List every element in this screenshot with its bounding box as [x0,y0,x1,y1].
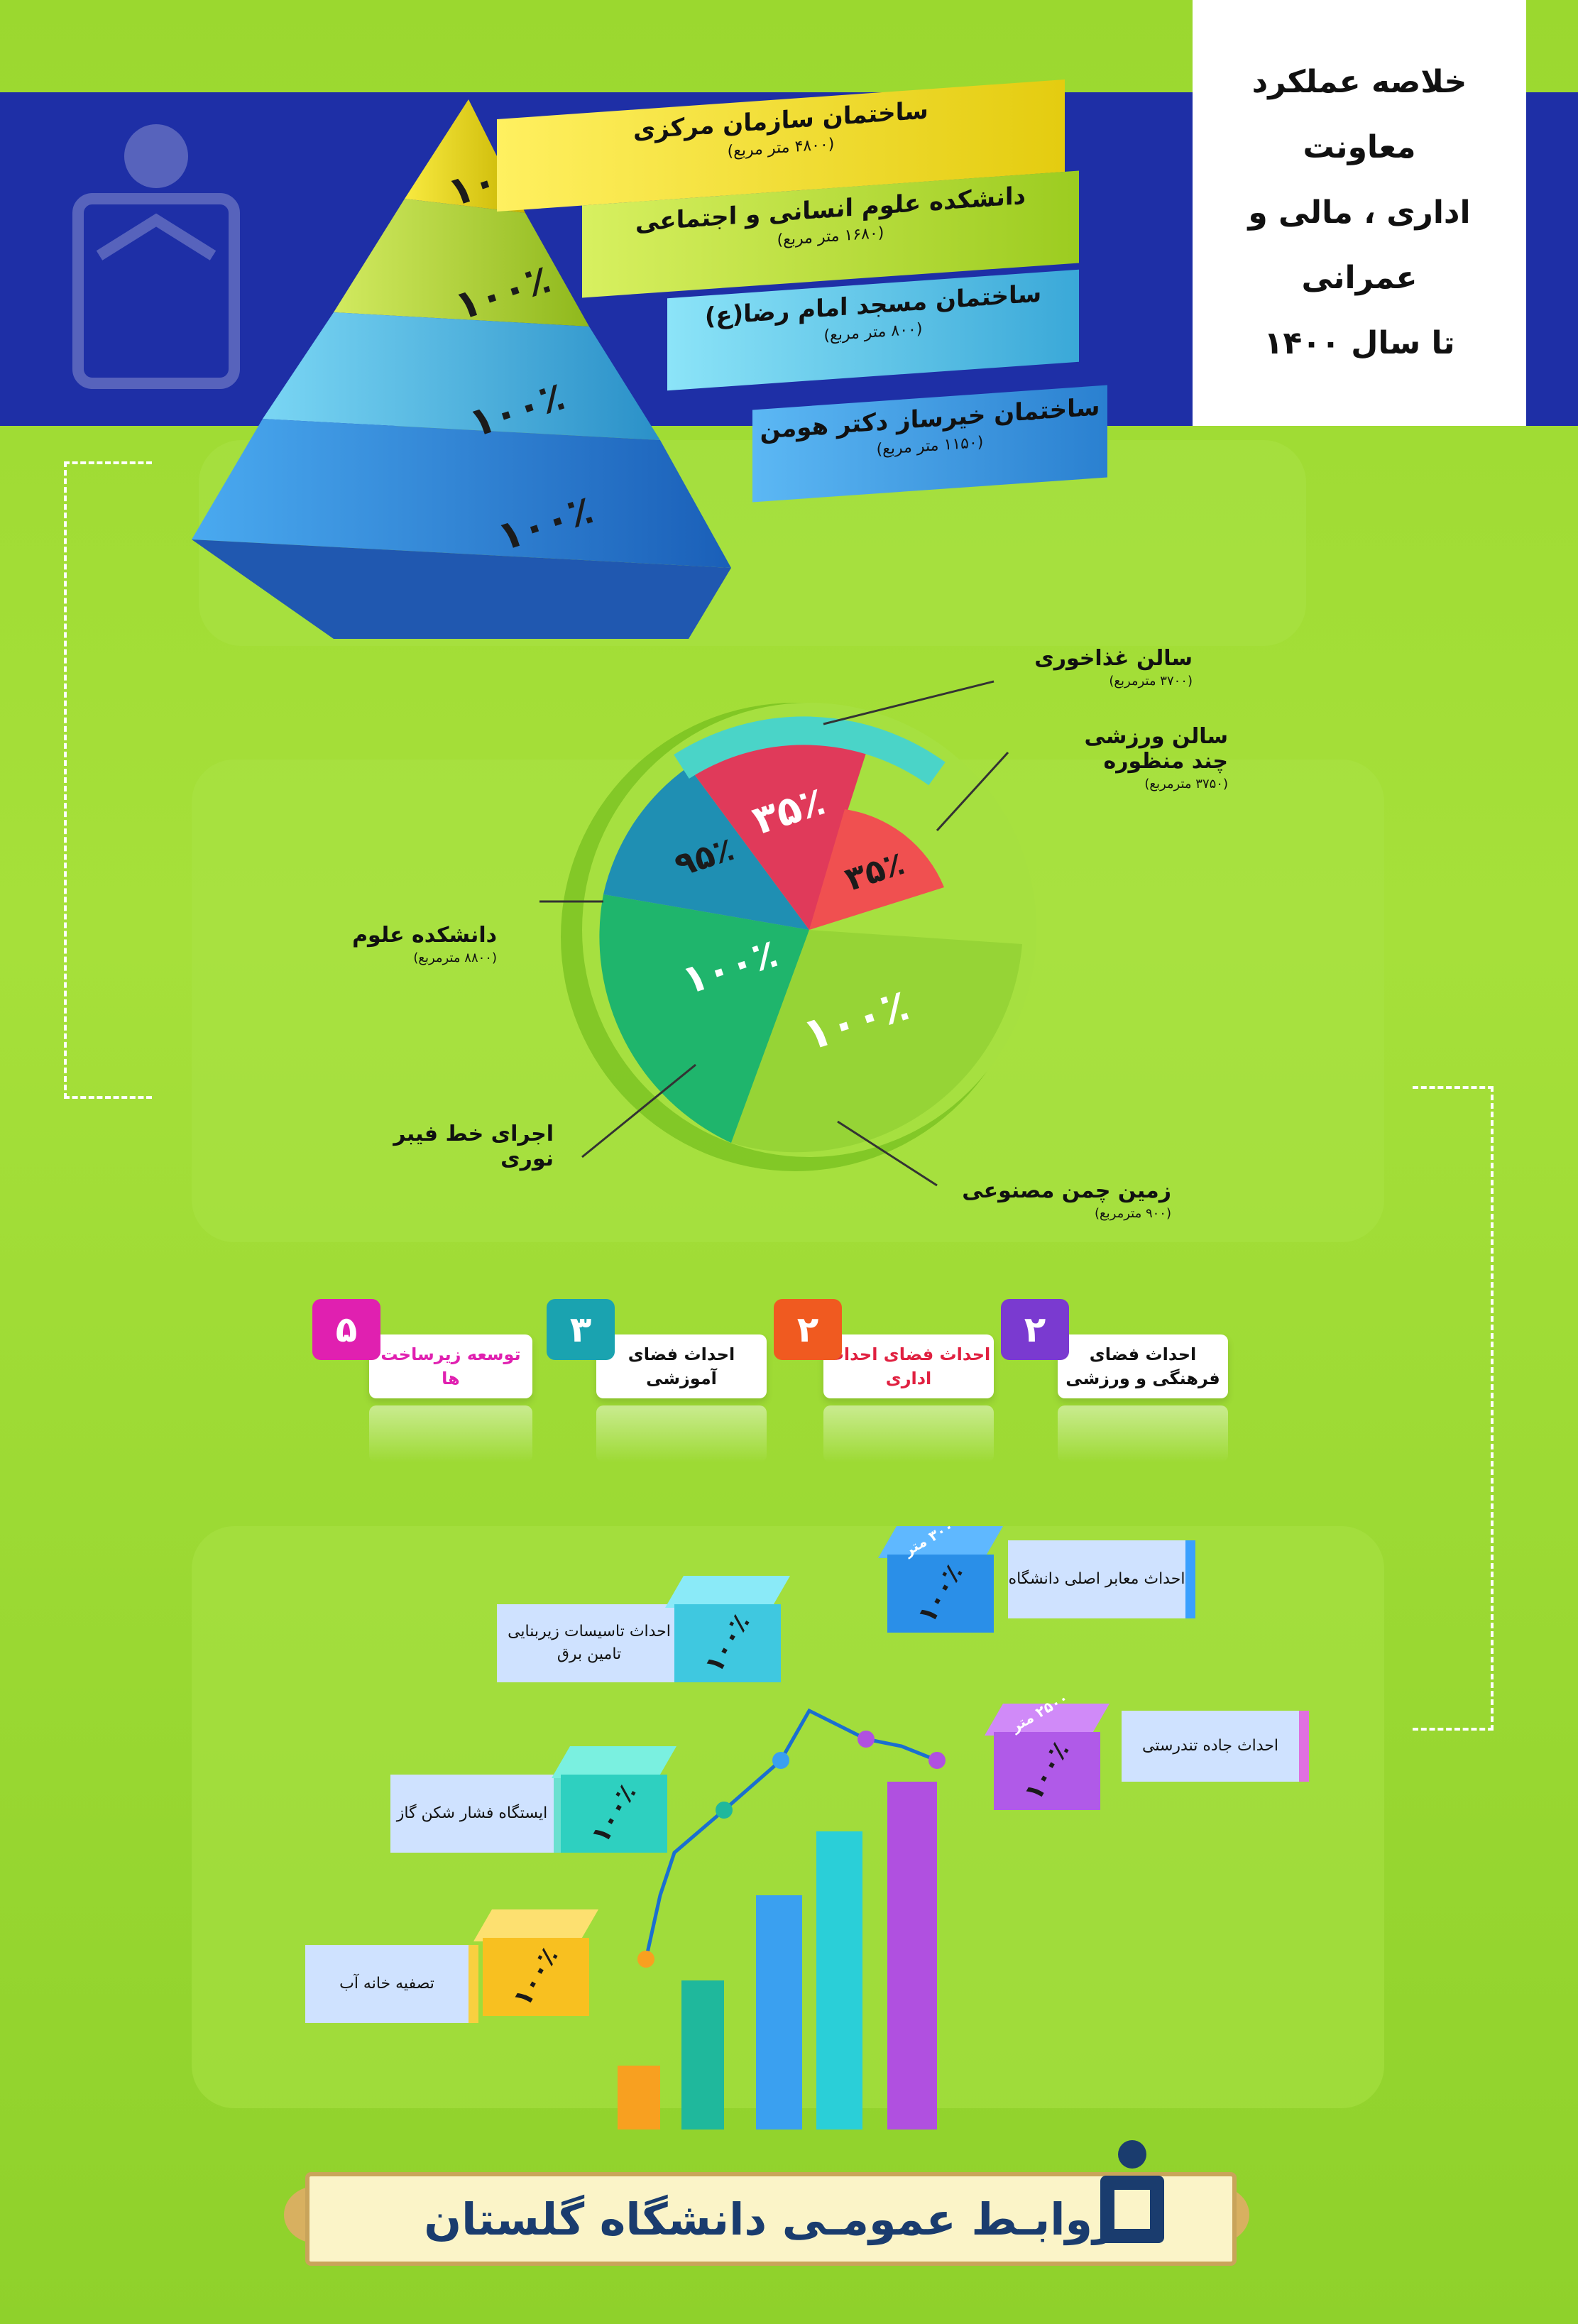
count-card-reflection [596,1405,767,1462]
pie-slice-science [603,767,809,930]
bar-teal [681,1980,724,2130]
title-line-1: خلاصه عملکرد معاونت [1251,64,1467,165]
pie-label-dining: سالن غذاخوری (۳۷۰۰ مترمربع) [1022,646,1193,689]
project-tag-water-label: تصفیه خانه آب [339,1975,434,1993]
title-line-3: تا سال ۱۴۰۰ [1264,325,1455,361]
project-tag-roads: احداث معابر اصلی دانشگاه [1008,1540,1195,1618]
project-cube-water: ۱۰۰٪ [473,1909,598,2016]
bar-orange [618,2066,660,2130]
project-bars-graphic [618,1708,946,2130]
pie-label-grass: زمین چمن مصنوعی (۹۰۰ مترمربع) [958,1178,1171,1221]
pie-label-grass-area: (۹۰۰ مترمربع) [1095,1206,1171,1221]
pyramid-level-3 [263,312,660,440]
project-tag-power: احداث تاسیسات زیربنایی تامین برق [497,1604,691,1682]
count-card-infrastructure-label: توسعه زیرساخت ها [380,1344,521,1388]
project-cube-gas-percent: ۱۰۰٪ [586,1779,642,1848]
pie-label-science-name: دانشکده علوم [352,923,497,948]
count-number-infrastructure: ۵ [312,1299,380,1360]
title-box: خلاصه عملکرد معاونت اداری ، مالی و عمران… [1193,0,1526,426]
project-tag-power-label: احداث تاسیسات زیربنایی تامین برق [508,1623,671,1663]
project-cube-trail: ۱۰۰٪ [985,1704,1109,1810]
bar-purple [887,1782,937,2130]
count-card-reflection [823,1405,994,1462]
bar-blue [756,1895,802,2130]
project-tag-trail: احداث جاده تندرستی [1122,1711,1309,1782]
count-card-educational: احداث فضای آموزشی [596,1334,767,1398]
project-cube-power-percent: ۱۰۰٪ [699,1608,756,1678]
count-card-reflection [369,1405,532,1462]
project-tag-water: تصفیه خانه آب [305,1945,478,2023]
count-card-reflection [1058,1405,1228,1462]
project-tag-gas-label: ایستگاه فشار شکن گاز [396,1804,548,1822]
pie-slice-dining [689,723,873,930]
title-line-2: اداری ، مالی و عمرانی [1248,194,1471,296]
project-cube-roads-percent: ۱۰۰٪ [912,1559,969,1628]
count-card-cultural-label: احداث فضای فرهنگی و ورزشی [1065,1344,1220,1388]
project-cube-trail-percent: ۱۰۰٪ [1019,1736,1075,1806]
bar-cyan [816,1831,862,2130]
pie-slice-grass [731,930,1022,1153]
pyramid-level-1 [405,99,525,213]
project-tag-trail-label: احداث جاده تندرستی [1141,1737,1279,1755]
count-card-administrative: احداث فضای احداث اداری [823,1334,994,1398]
pie-label-gym-area: (۳۷۵۰ مترمربع) [1144,777,1228,791]
dashed-connector [64,461,152,1099]
project-tag-gas: ایستگاه فشار شکن گاز [390,1775,564,1853]
dashed-connector [1413,1086,1494,1731]
pie-label-gym: سالن ورزشی چند منظوره (۳۷۵۰ مترمربع) [1058,724,1228,791]
university-logo [1093,2137,1171,2250]
pie-label-fiber-name: اجرای خط فیبر نوری [393,1122,554,1171]
count-card-administrative-label: احداث فضای احداث اداری [826,1344,991,1388]
project-cube-water-percent: ۱۰۰٪ [508,1942,564,2012]
footer-text: روابـط عمومـی دانشگاه گلستان [424,2193,1118,2245]
count-card-educational-label: احداث فضای آموزشی [628,1344,735,1388]
pie-label-fiber: اجرای خط فیبر نوری [341,1122,554,1171]
pie-label-science-area: (۸۸۰۰ مترمربع) [413,950,497,965]
pie-slice-fiber [599,894,809,1143]
count-card-cultural: احداث فضای فرهنگی و ورزشی [1058,1334,1228,1398]
watermark-logo [50,114,263,398]
project-tag-roads-label: احداث معابر اصلی دانشگاه [1008,1570,1185,1588]
project-cube-power: ۱۰۰٪ [665,1576,790,1682]
pyramid-base [192,539,731,639]
count-number-cultural: ۲ [1001,1299,1069,1360]
pyramid-level-2 [334,199,589,327]
pie-label-grass-name: زمین چمن مصنوعی [962,1178,1171,1203]
pyramid-graphic [192,99,731,639]
pyramid-level-4 [192,419,731,568]
pie-label-dining-area: (۳۷۰۰ مترمربع) [1109,674,1193,689]
count-number-administrative: ۲ [774,1299,842,1360]
project-cube-gas: ۱۰۰٪ [552,1746,676,1853]
project-cube-roads: ۱۰۰٪ [878,1526,1003,1633]
pie-label-gym-name: سالن ورزشی چند منظوره [1084,724,1228,774]
count-number-educational: ۳ [547,1299,615,1360]
pie-slice-gym [809,809,944,930]
pie-label-science: دانشکده علوم (۸۸۰۰ مترمربع) [341,923,497,965]
footer-banner: روابـط عمومـی دانشگاه گلستان [305,2172,1237,2266]
pie-label-dining-name: سالن غذاخوری [1034,646,1193,671]
count-card-infrastructure: توسعه زیرساخت ها [369,1334,532,1398]
pie-graphic [539,680,1036,1187]
